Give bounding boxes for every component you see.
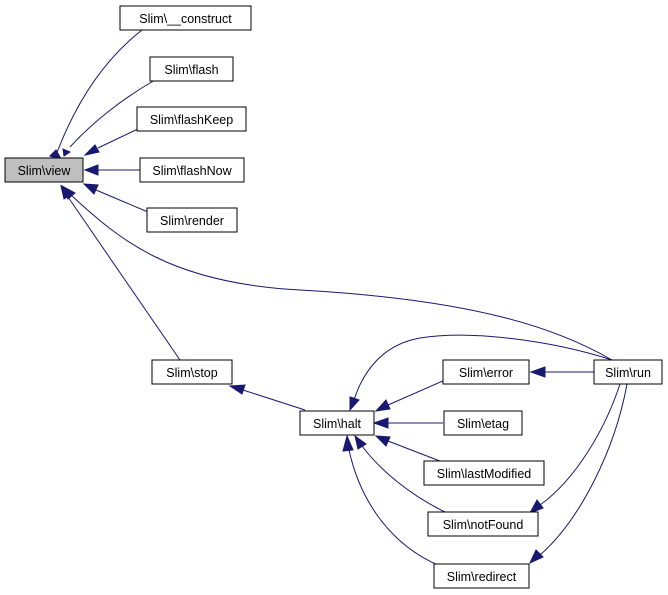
node-error-label: Slim\error [459,366,513,380]
node-etag-label: Slim\etag [457,417,509,431]
node-halt-label: Slim\halt [313,417,361,431]
node-view-label: Slim\view [18,164,72,178]
node-stop-label: Slim\stop [166,366,217,380]
node-flashnow[interactable]: Slim\flashNow [139,157,245,183]
edge-flashkeep-to-view [83,127,141,156]
edge-redirect-to-halt [342,434,441,567]
node-redirect-label: Slim\redirect [447,570,517,584]
edge-run-to-notfound [528,383,621,514]
edge-run-to-halt [349,334,613,412]
edge-run-to-view [60,184,613,361]
edge-render-to-view [82,183,149,213]
edge-notfound-to-halt [354,434,446,513]
node-run[interactable]: Slim\run [593,359,663,385]
node-lastmodified[interactable]: Slim\lastModified [423,460,545,486]
node-view[interactable]: Slim\view [4,157,84,183]
node-etag[interactable]: Slim\etag [443,410,523,436]
edge-flashnow-to-view [83,164,140,176]
edge-etag-to-halt [372,417,443,429]
node-run-label: Slim\run [605,366,651,380]
node-render-label: Slim\render [160,214,224,228]
node-flashkeep-label: Slim\flashKeep [150,113,233,127]
edge-run-to-redirect [528,383,628,565]
node-construct-label: Slim\__construct [139,12,232,26]
node-flash[interactable]: Slim\flash [149,56,234,82]
node-redirect[interactable]: Slim\redirect [433,563,530,589]
edge-run-to-error [529,366,594,378]
node-flashkeep[interactable]: Slim\flashKeep [136,106,247,132]
node-notfound-label: Slim\notFound [443,518,524,532]
node-lastmodified-label: Slim\lastModified [437,467,532,481]
node-flashnow-label: Slim\flashNow [152,164,232,178]
edge-lastmodified-to-halt [374,435,446,464]
node-render[interactable]: Slim\render [146,207,238,233]
edge-flash-to-view [62,79,156,157]
node-error[interactable]: Slim\error [442,359,530,385]
node-construct[interactable]: Slim\__construct [119,5,252,31]
node-halt[interactable]: Slim\halt [299,410,375,436]
node-notfound[interactable]: Slim\notFound [427,511,539,537]
edge-construct-to-view [49,29,143,159]
edge-error-to-halt [374,379,446,412]
node-stop[interactable]: Slim\stop [151,359,233,385]
node-flash-label: Slim\flash [164,63,218,77]
edges [49,29,628,567]
nodes: Slim\view Slim\__construct Slim\flash Sl… [4,5,663,589]
edge-halt-to-stop [228,384,306,411]
